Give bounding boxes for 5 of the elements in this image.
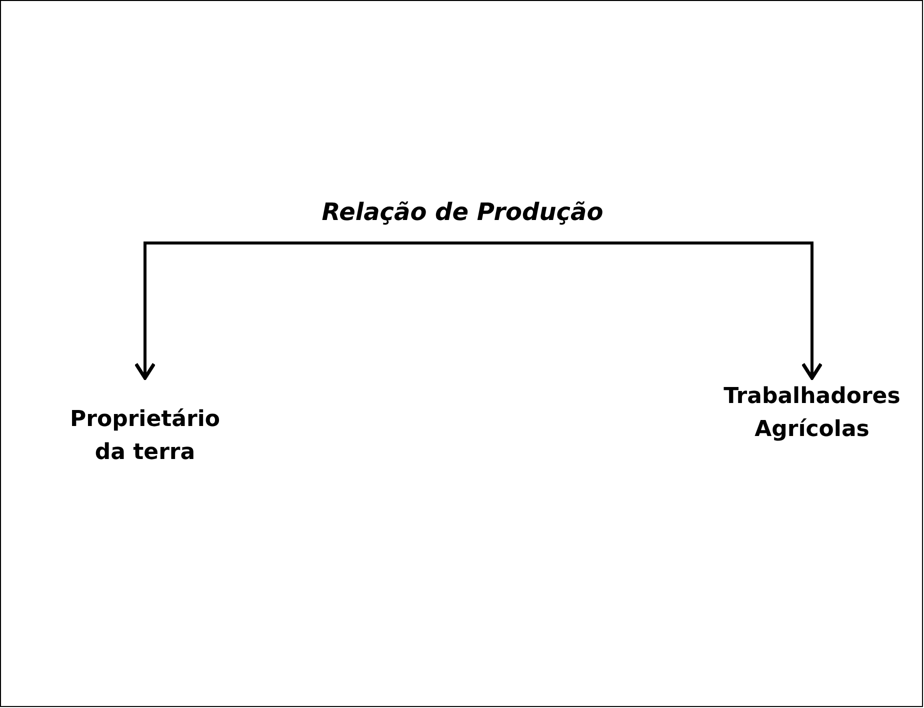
node-label: Trabalhadores Agrícolas (700, 380, 924, 446)
relation-title: Relação de Produção (300, 196, 625, 229)
node-label: Proprietário da terra (60, 380, 230, 469)
arrow (134, 242, 462, 380)
arrow (462, 242, 823, 380)
